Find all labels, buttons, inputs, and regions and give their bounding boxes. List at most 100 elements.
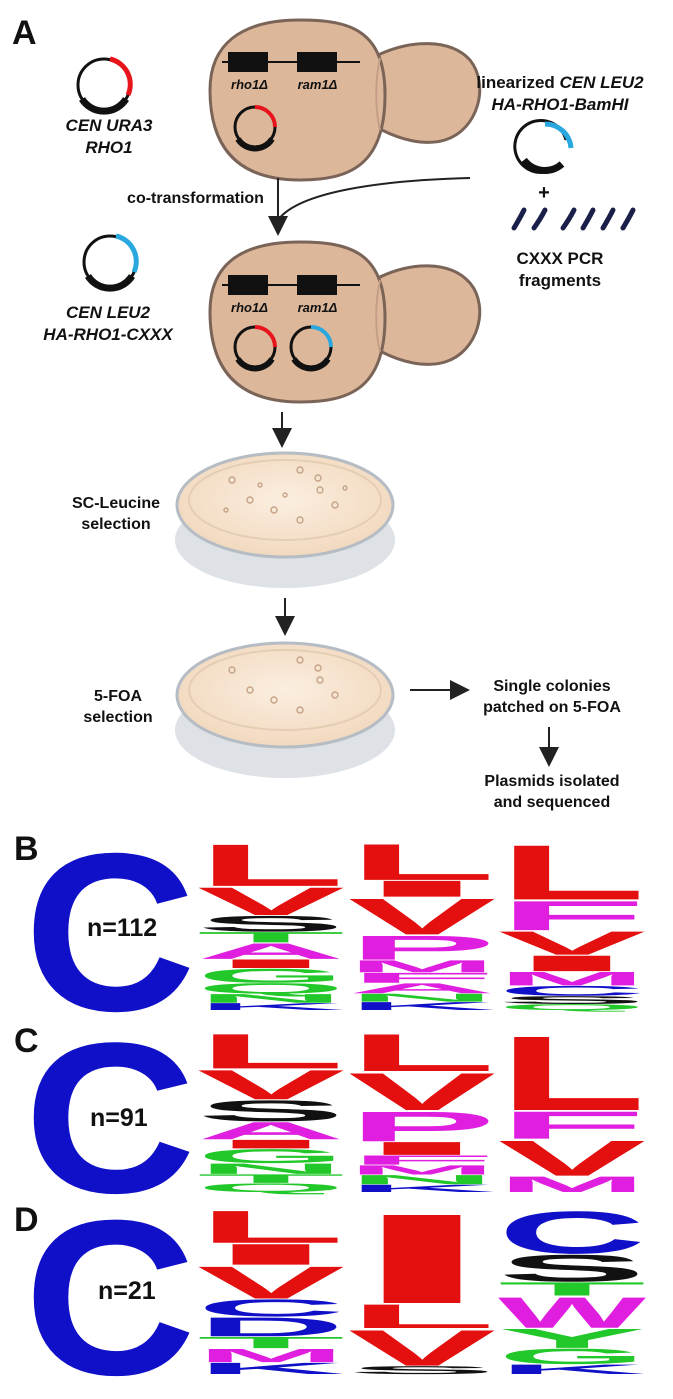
yeast-cell-icon <box>208 18 482 182</box>
logo-c-pos1-letter: L <box>197 1024 345 1079</box>
logo-d-pos2-letter: L <box>348 1298 496 1336</box>
logo-b-pos3-letter: Q <box>498 1002 657 1012</box>
donor-plasmid-line1: CEN URA3 <box>65 116 153 135</box>
logo-c-pos3-letter: L <box>498 1015 646 1133</box>
logo-d-pos2-letter: V <box>348 1320 496 1377</box>
logo-d-pos1-letter: M <box>197 1346 345 1367</box>
logo-c-pos2-letter: M <box>348 1162 496 1177</box>
logo-d-pos3-letter: K <box>498 1362 648 1377</box>
logo-d-pos3-letter: C <box>498 1199 646 1266</box>
logo-c-pos2-letter: K <box>348 1183 502 1195</box>
logo-b-pos3-letter: S <box>498 995 646 1007</box>
pcr-fragments-line2: fragments <box>518 271 602 290</box>
isolated-line2: and sequenced <box>493 794 611 811</box>
logo-b-pos2-letter: I <box>348 876 496 902</box>
plasmid-leu2-icon <box>82 233 139 292</box>
logo-b-pos1-letter: I <box>197 957 345 971</box>
logo-d-pos1-letter: T <box>197 1334 346 1352</box>
yeast-cell-transformed-icon <box>208 240 482 404</box>
logo-d-pos1-letter: C <box>197 1295 345 1322</box>
logo-b-pos3-letter: V <box>498 926 651 963</box>
logo-d-pos1-letter: K <box>197 1360 349 1378</box>
logo-b-pos2-letter: F <box>348 971 501 987</box>
logo-d-pos3-letter: W <box>498 1289 648 1338</box>
logo-c-pos3-letter: V <box>498 1131 648 1187</box>
isolated-line1: Plasmids isolated <box>484 773 620 790</box>
logo-b-pos1-letter: L <box>197 839 345 899</box>
logo-d-pos1-letter: L <box>197 1201 345 1253</box>
logo-d-pos1-letter: D <box>197 1312 345 1342</box>
pcr-fragments-line1: CXXX PCR <box>516 249 604 268</box>
selection-leucine-line1: SC-Leucine <box>71 495 160 512</box>
logo-c-pos2-letter: N <box>348 1172 496 1187</box>
logo-d-pos3-letter: G <box>498 1344 646 1369</box>
logo-c-pos1-letter: I <box>197 1137 345 1151</box>
linearized-cen: CEN LEU2 <box>559 73 644 92</box>
gene-ram1: ram1Δ <box>297 77 338 92</box>
logo-b-pos3-letter: L <box>498 839 646 916</box>
logo-b-pos3-letter: I <box>498 951 646 976</box>
cotransformation-arrow <box>268 177 471 236</box>
donor-plasmid-line2: RHO1 <box>85 138 133 157</box>
logo-d-pos1-letter: I <box>197 1239 345 1272</box>
petri-dish-leucine-icon <box>175 451 395 588</box>
logo-b-pos2-letter: M <box>348 956 496 976</box>
logo-d-pos3-letter: Y <box>498 1323 646 1354</box>
panel-a-diagram <box>76 18 636 778</box>
gene-rho1-2: rho1Δ <box>231 300 268 315</box>
selection-5foa-line1: 5-FOA <box>94 688 142 705</box>
logo-b-pos3-letter: C <box>498 983 646 999</box>
logo-c-pos1-letter: V <box>197 1061 345 1108</box>
result-plasmid-line1: CEN LEU2 <box>65 303 151 322</box>
linearized-line1: linearized CEN LEU2 <box>455 72 665 93</box>
logo-c-pos3-letter: F <box>498 1105 646 1148</box>
logo-b-pos2-letter: P <box>348 930 496 968</box>
result-plasmid-line2: HA-RHO1-CXXX <box>43 325 173 344</box>
logo-b-cysteine-letter: C <box>24 839 196 1058</box>
logo-b-pos3-letter: M <box>498 968 646 990</box>
logo-c-cysteine-letter: C <box>24 999 196 1238</box>
logo-b-pos1-letter: A <box>197 939 345 964</box>
logo-b-pos1-letter: S <box>197 911 346 936</box>
count-label-b: n=112 <box>87 914 158 942</box>
count-label-d: n=21 <box>98 1277 156 1305</box>
logo-b-pos2-letter: K <box>348 1001 509 1013</box>
panel-label-c: C <box>14 1022 39 1060</box>
petri-dish-5foa-icon <box>175 641 395 778</box>
logo-c-pos2-letter: P <box>348 1103 496 1150</box>
logo-d-pos2-letter: I <box>348 1188 496 1331</box>
logo-b-pos1-letter: V <box>197 880 348 924</box>
logo-b-pos1-letter: Q <box>197 982 345 998</box>
gene-ram1-2: ram1Δ <box>297 300 338 315</box>
logo-c-pos1-letter: S <box>197 1095 345 1128</box>
logo-b-pos1-letter: T <box>197 930 345 946</box>
logo-b-pos2-letter: A <box>348 981 496 997</box>
panel-label-b: B <box>14 830 39 868</box>
logo-c-pos1-letter: N <box>197 1162 345 1178</box>
selection-5foa-line2: selection <box>83 709 153 726</box>
logo-b-pos2-letter: L <box>348 839 496 891</box>
plasmid-linearized-icon <box>513 118 574 174</box>
logo-b-pos1-letter: N <box>197 992 346 1006</box>
plasmid-ura3-icon <box>76 56 133 115</box>
count-label-c: n=91 <box>90 1104 148 1132</box>
logo-b-pos2-letter: V <box>348 887 496 945</box>
logo-c-pos1-letter: G <box>197 1146 345 1168</box>
logo-c-pos2-letter: F <box>348 1153 496 1168</box>
patched-line1: Single colonies <box>493 678 611 695</box>
logo-c-pos3-letter: M <box>498 1172 646 1197</box>
logo-d-pos3-letter: T <box>498 1280 650 1301</box>
logo-b-pos2-letter: N <box>348 993 496 1005</box>
linearized-word: linearized <box>476 73 555 92</box>
logo-d-pos2-letter: S <box>348 1365 504 1377</box>
logo-b-pos3-letter: F <box>498 892 646 939</box>
logo-c-pos2-letter: I <box>348 1138 496 1159</box>
plus-sign: + <box>538 182 550 204</box>
linearized-line2: HA-RHO1-BamHI <box>491 95 629 114</box>
logo-c-pos2-letter: V <box>348 1063 498 1122</box>
panel-label-d: D <box>14 1201 39 1239</box>
patched-line2: patched on 5-FOA <box>483 699 621 716</box>
logo-c-pos2-letter: L <box>348 1024 496 1083</box>
logo-c-pos1-letter: T <box>197 1172 354 1186</box>
